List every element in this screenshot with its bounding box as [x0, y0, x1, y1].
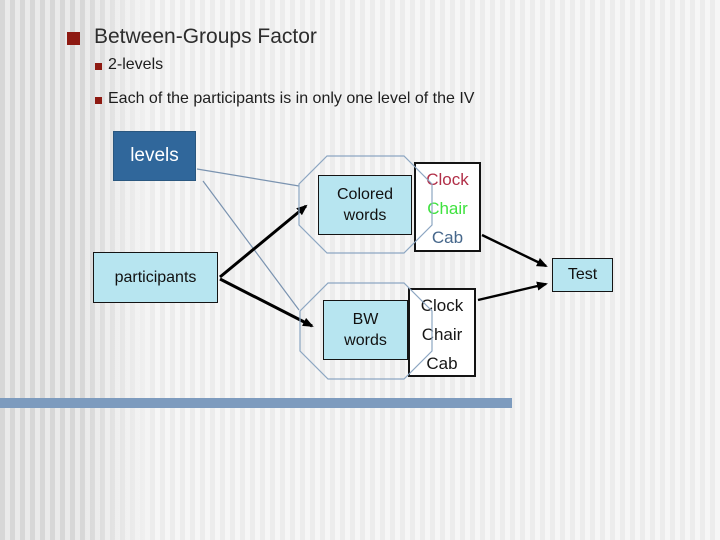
- levels-box: levels: [113, 131, 196, 181]
- bw-words-line1: BW: [352, 311, 379, 328]
- stimulus-word: Cab: [431, 228, 464, 247]
- participants-to-colored-arrow: [219, 204, 308, 279]
- participants-to-bw-arrow: [219, 277, 314, 328]
- bw-to-test-arrow: [477, 281, 548, 302]
- bullet-item: 2-levels: [108, 56, 164, 73]
- stimulus-word: Chair: [421, 325, 463, 344]
- levels-to-bw-line: [202, 180, 300, 311]
- bw-words-box: BW words: [323, 300, 408, 360]
- colored-words-box: Colored words: [318, 175, 412, 235]
- stimulus-word: Chair: [427, 199, 468, 218]
- slide-title: Between-Groups Factor: [94, 25, 317, 48]
- bullet-square-icon: [95, 63, 102, 70]
- participants-box: participants: [93, 252, 218, 303]
- colored-to-test-arrow: [481, 233, 548, 268]
- colored-stimulus-card: Clock Chair Cab: [414, 162, 481, 252]
- colored-words-line2: words: [343, 207, 387, 224]
- bw-words-line2: words: [344, 332, 387, 349]
- bw-stimulus-card: Clock Chair Cab: [408, 288, 476, 377]
- test-box: Test: [552, 258, 613, 292]
- colored-words-line1: Colored: [336, 186, 394, 203]
- accent-bar: [0, 398, 512, 408]
- levels-to-colored-line: [196, 168, 300, 187]
- stimulus-word: Cab: [426, 354, 458, 373]
- bullet-square-icon: [95, 97, 102, 104]
- stimulus-word: Clock: [420, 296, 464, 315]
- bullet-item: Each of the participants is in only one …: [108, 90, 475, 107]
- stimulus-word: Clock: [426, 170, 469, 189]
- title-bullet-icon: [67, 32, 80, 45]
